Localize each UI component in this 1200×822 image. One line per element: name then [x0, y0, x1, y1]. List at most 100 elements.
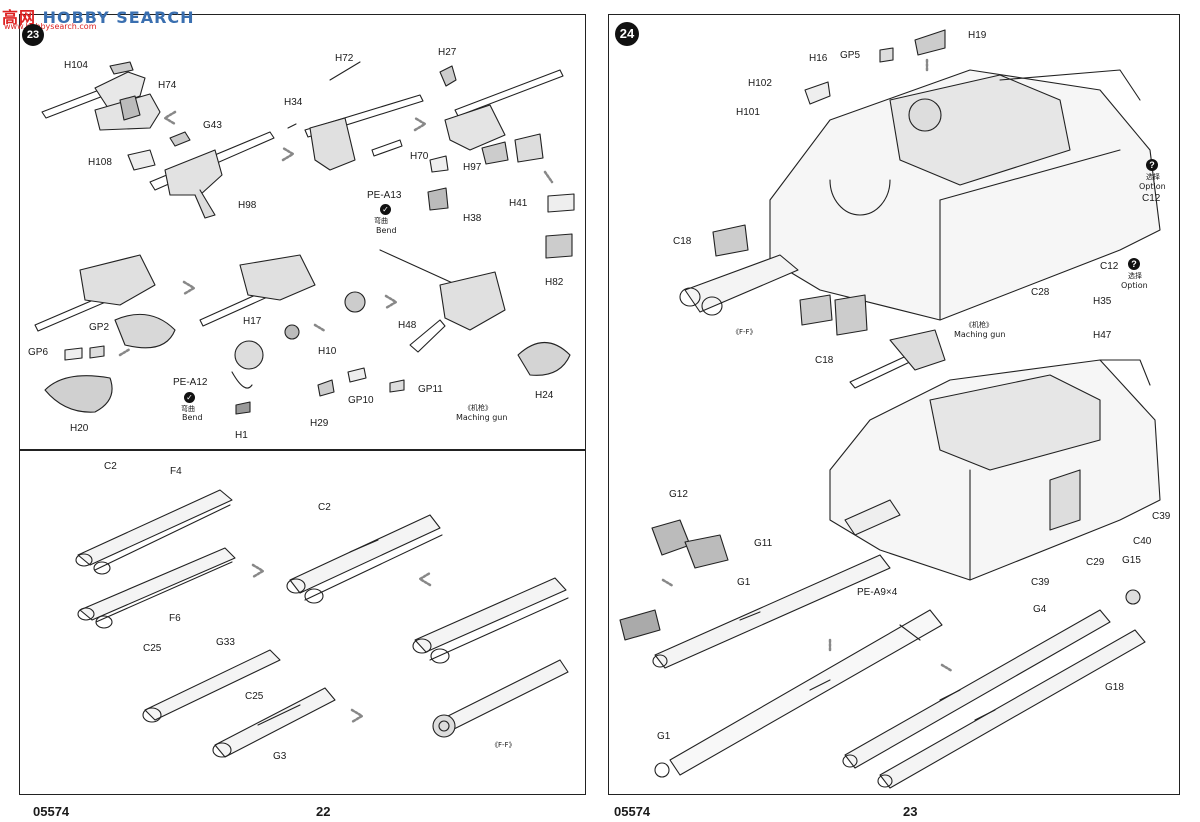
exhaust-f-f-upper — [679, 254, 799, 316]
mg-label: Maching gun — [456, 413, 508, 422]
hull-lower — [829, 359, 1161, 581]
question-icon: ? — [1146, 159, 1158, 171]
mg-body-h74 — [94, 93, 161, 131]
part-label: H82 — [545, 277, 564, 288]
part-label: H10 — [318, 346, 337, 357]
step-number-badge: 24 — [615, 22, 639, 46]
part-label: H27 — [438, 47, 457, 58]
tube-assembly-center — [286, 514, 443, 604]
part-label: G43 — [203, 120, 222, 131]
step-frame-bottom-left — [19, 450, 586, 795]
part-label: H47 — [1093, 330, 1112, 341]
part-label: G11 — [754, 538, 773, 549]
part-label: H19 — [968, 30, 987, 41]
bend-label: Bend — [182, 413, 203, 422]
part-label: H24 — [535, 390, 554, 401]
tube-assembly-f4-f6 — [75, 489, 236, 629]
part-label: H38 — [463, 213, 482, 224]
mg-label: Maching gun — [954, 330, 1006, 339]
part-label: G1 — [657, 731, 671, 742]
part-label: F4 — [170, 466, 182, 477]
question-icon: ? — [1128, 258, 1140, 270]
mg-barrel-h104 — [41, 61, 146, 119]
mg-label-cn: 《机枪》 — [965, 321, 993, 329]
part-label: PE-A13 — [367, 190, 402, 201]
part-label: H41 — [509, 198, 528, 209]
mg-assembly-h27 — [427, 65, 564, 211]
bend-label: Bend — [376, 226, 397, 235]
mg-mount-gp2 — [34, 254, 176, 413]
part-h41-h82 — [545, 193, 575, 259]
step-frame-top-left — [19, 14, 586, 450]
f-f-label: 《F-F》 — [491, 741, 516, 749]
bend-label-cn: 弯曲 — [181, 405, 195, 413]
part-label: C18 — [673, 236, 692, 247]
step-number-icon-left: 23 — [22, 24, 44, 46]
part-label: G12 — [669, 489, 688, 500]
watermark-logo: 高网 HOBBY SEARCH — [2, 8, 195, 27]
gun-barrel-g4-g18 — [842, 589, 1146, 789]
part-label: C18 — [815, 355, 834, 366]
tube-assembly-g33 — [142, 649, 336, 758]
part-label: C29 — [1086, 557, 1105, 568]
part-label: C2 — [318, 502, 331, 513]
mg-on-hull — [849, 329, 946, 389]
part-label: C28 — [1031, 287, 1050, 298]
watermark-url: www.hobbysearch.com — [4, 22, 97, 31]
part-label: F6 — [169, 613, 181, 624]
part-label: H102 — [748, 78, 772, 89]
part-label: GP10 — [348, 395, 374, 406]
kit-number-left: 05574 — [33, 804, 70, 819]
hull-upper — [769, 29, 1161, 321]
gun-barrel-g1 — [652, 554, 891, 669]
option-label: Option — [1121, 281, 1148, 290]
part-label: PE-A12 — [173, 377, 208, 388]
bend-icon: ✓ — [380, 204, 391, 215]
part-label: G1 — [737, 577, 751, 588]
part-label: H98 — [238, 200, 257, 211]
part-label: H70 — [410, 151, 429, 162]
part-label: GP5 — [840, 50, 861, 61]
part-label: G4 — [1033, 604, 1047, 615]
side-blocks-c18 — [712, 224, 868, 336]
part-label: H108 — [88, 157, 112, 168]
part-label: C25 — [143, 643, 162, 654]
bend-icon: ✓ — [184, 392, 195, 403]
mg-assembly-h72 — [287, 61, 424, 171]
part-label: H16 — [809, 53, 828, 64]
option-label: Option — [1139, 182, 1166, 191]
part-label: C40 — [1133, 536, 1152, 547]
part-label: H101 — [736, 107, 760, 118]
part-label: H34 — [284, 97, 303, 108]
tube-assembly-final — [412, 577, 569, 738]
mg-mount-h17 — [199, 254, 405, 415]
option-label-cn: 选择 — [1128, 272, 1142, 280]
part-label: C39 — [1031, 577, 1050, 588]
step-frame-right — [608, 14, 1180, 795]
part-label: C25 — [245, 691, 264, 702]
part-label: G3 — [273, 751, 287, 762]
part-label: C39 — [1152, 511, 1171, 522]
part-label: H104 — [64, 60, 88, 71]
part-label: H20 — [70, 423, 89, 434]
part-label: G18 — [1105, 682, 1124, 693]
part-label: GP2 — [89, 322, 110, 333]
part-label: H48 — [398, 320, 417, 331]
part-label: G33 — [216, 637, 235, 648]
part-label: H35 — [1093, 296, 1112, 307]
mg-assembly-h98 — [127, 131, 275, 219]
mg-mount-h48 — [379, 249, 571, 376]
part-label: PE-A9×4 — [857, 587, 898, 598]
part-label: C12 — [1100, 261, 1119, 272]
f-f-label: 《F-F》 — [732, 328, 757, 336]
part-label: GP11 — [418, 384, 443, 395]
page-number-right: 23 — [903, 804, 918, 819]
part-label: H17 — [243, 316, 262, 327]
part-label: H72 — [335, 53, 354, 64]
part-label: G15 — [1122, 555, 1141, 566]
part-label: H29 — [310, 418, 329, 429]
part-label: C2 — [104, 461, 117, 472]
part-label: C12 — [1142, 193, 1161, 204]
page-number-left: 22 — [316, 804, 331, 819]
